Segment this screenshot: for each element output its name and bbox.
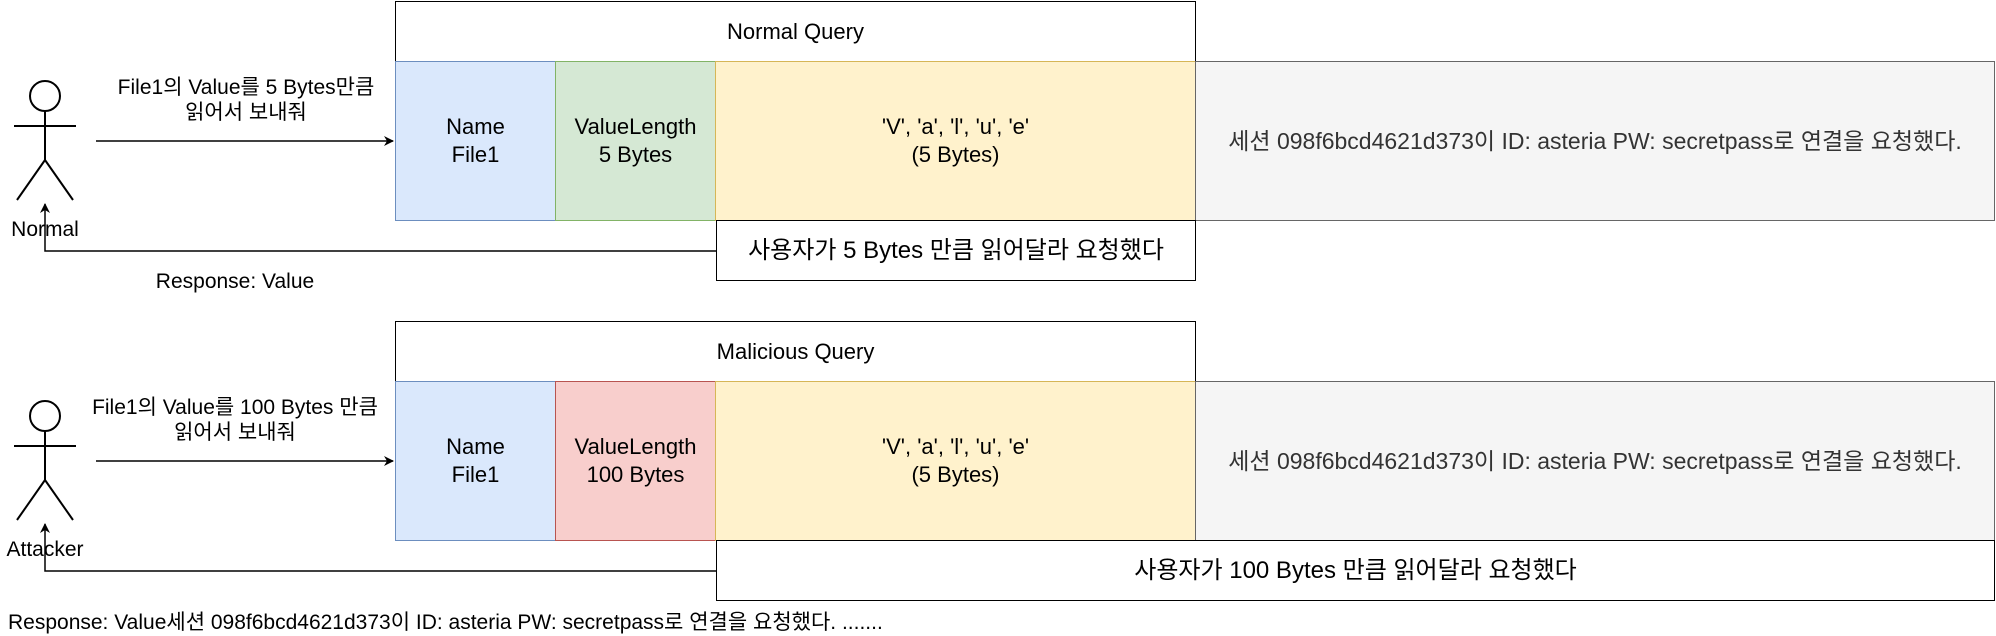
normal-value-size: (5 Bytes) <box>911 142 1000 167</box>
normal-name-value: File1 <box>451 142 500 167</box>
attacker-response-arrow <box>40 523 716 572</box>
normal-length-value: 5 Bytes <box>598 142 673 167</box>
attacker-adjacent-memory: 세션 098f6bcd4621d373이 ID: asteria PW: sec… <box>1195 381 1995 541</box>
normal-request-line2: 읽어서 보내줘 <box>185 101 307 124</box>
attacker-length-value: 100 Bytes <box>586 462 685 487</box>
normal-server-note: 사용자가 5 Bytes 만큼 읽어달라 요청했다 <box>716 220 1196 281</box>
malicious-query-title: Malicious Query <box>395 321 1196 382</box>
normal-request-line1: File1의 Value를 5 Bytes만큼 <box>117 76 375 99</box>
normal-name-field: Name <box>446 114 505 139</box>
normal-adjacent-memory: 세션 098f6bcd4621d373이 ID: asteria PW: sec… <box>1195 61 1995 221</box>
normal-value-chars: 'V', 'a', 'l', 'u', 'e' <box>881 114 1030 139</box>
attacker-request-line2: 읽어서 보내줘 <box>174 421 296 444</box>
attacker-actor-label: Attacker <box>6 538 84 561</box>
attacker-server-note: 사용자가 100 Bytes 만큼 읽어달라 요청했다 <box>716 540 1995 601</box>
normal-actor-figure <box>14 80 76 201</box>
attacker-name-cell: Name File1 <box>395 381 556 541</box>
attacker-name-value: File1 <box>451 462 500 487</box>
attacker-length-cell: ValueLength 100 Bytes <box>555 381 716 541</box>
normal-response-arrow <box>40 203 716 252</box>
normal-response-label: Response: Value <box>155 270 315 293</box>
normal-length-field: ValueLength <box>574 114 697 139</box>
attacker-value-chars: 'V', 'a', 'l', 'u', 'e' <box>881 434 1030 459</box>
normal-query-title: Normal Query <box>395 1 1196 62</box>
attacker-value-size: (5 Bytes) <box>911 462 1000 487</box>
normal-actor-label: Normal <box>11 218 79 241</box>
normal-length-cell: ValueLength 5 Bytes <box>555 61 716 221</box>
normal-request-label: File1의 Value를 5 Bytes만큼 읽어서 보내줘 <box>96 75 396 125</box>
attacker-request-label: File1의 Value를 100 Bytes 만큼 읽어서 보내줘 <box>80 395 390 445</box>
attacker-name-field: Name <box>446 434 505 459</box>
attacker-actor-figure <box>14 400 76 521</box>
attacker-response-label: Response: Value세션 098f6bcd4621d373이 ID: … <box>8 611 883 634</box>
attacker-length-field: ValueLength <box>574 434 697 459</box>
normal-value-cell: 'V', 'a', 'l', 'u', 'e' (5 Bytes) <box>715 61 1196 221</box>
normal-name-cell: Name File1 <box>395 61 556 221</box>
attacker-value-cell: 'V', 'a', 'l', 'u', 'e' (5 Bytes) <box>715 381 1196 541</box>
attacker-request-line1: File1의 Value를 100 Bytes 만큼 <box>92 396 378 419</box>
